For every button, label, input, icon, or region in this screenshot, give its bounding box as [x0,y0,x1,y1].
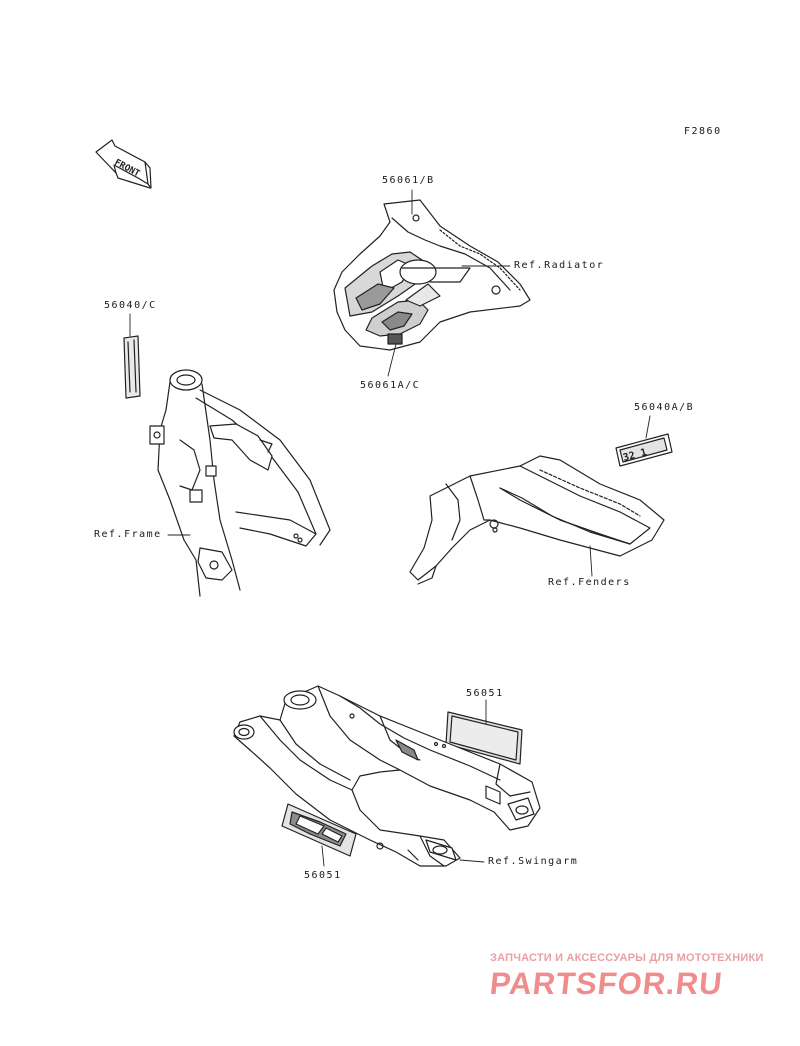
swingarm-decal-graphic [281,803,357,857]
fender-badge: 32 1 [615,433,673,467]
label-ref-frame: Ref.Frame [94,529,162,540]
label-shroud-b: 56061/B [382,175,435,186]
label-fender-decal: 56040A/B [634,402,695,413]
watermark-tagline: ЗАПЧАСТИ И АКСЕССУАРЫ ДЛЯ МОТОТЕХНИКИ [490,952,764,964]
label-ref-fenders: Ref.Fenders [548,577,631,588]
swingarm-decal-plain [445,711,523,765]
frame-decal [123,335,141,399]
front-arrow-icon: FRONT [95,139,152,189]
rear-fender [409,455,665,585]
label-frame-decal: 56040/C [104,300,157,311]
label-swingarm-decal-top: 56051 [466,688,504,699]
label-ref-swingarm: Ref.Swingarm [488,856,579,867]
swingarm [233,685,541,867]
motorcycle-frame [149,369,331,597]
label-ref-radiator: Ref.Radiator [514,260,605,271]
label-swingarm-decal-bottom: 56051 [304,870,342,881]
leader-lines [129,189,651,867]
label-shroud-ac: 56061A/C [360,380,421,391]
figure-code: F2860 [684,126,722,137]
radiator-shroud [333,199,531,351]
watermark-brand: PARTSFOR.RU [488,966,725,1001]
